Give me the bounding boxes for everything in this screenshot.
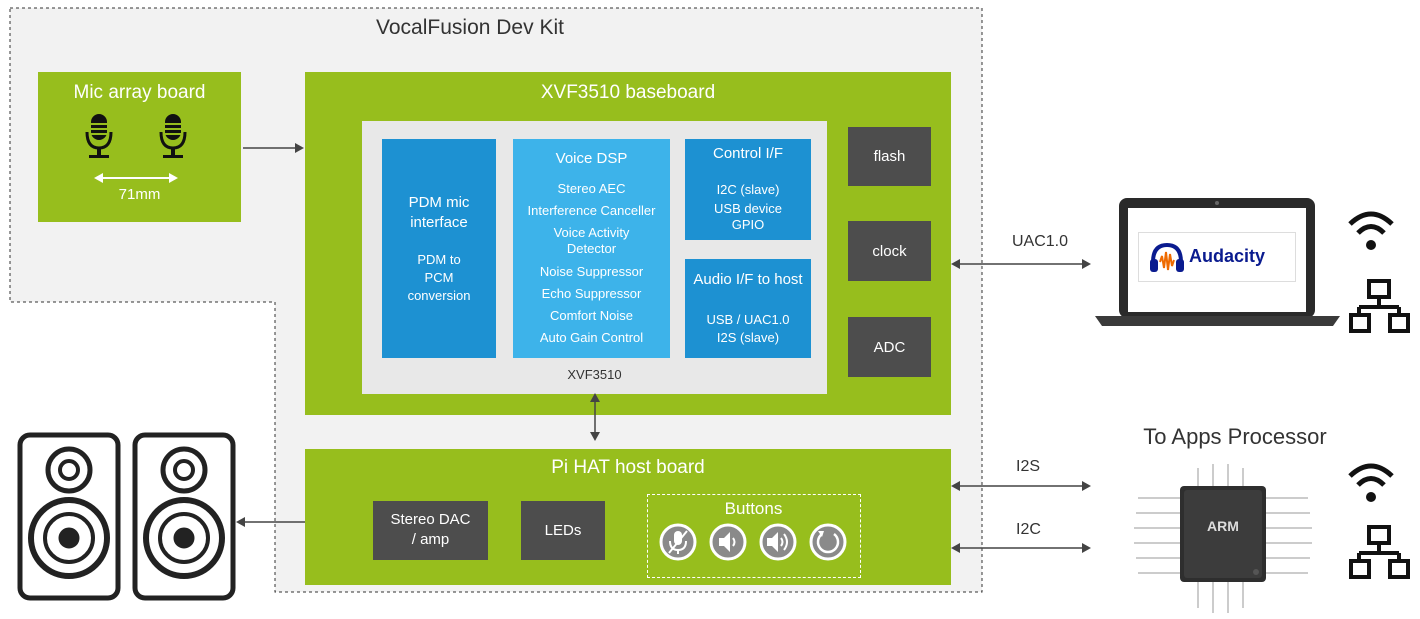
audio-item: USB / UAC1.0 [706, 312, 790, 327]
uac-label: UAC1.0 [1011, 233, 1069, 250]
audacity-logo: Audacity [1138, 232, 1296, 282]
dsp-item: Echo Suppressor [541, 286, 642, 301]
pi-hat-host-board: Pi HAT host board Stereo DAC / amp LEDs … [305, 449, 951, 585]
dsp-item: Noise Suppressor [539, 264, 644, 279]
pdm-title: PDM mic interface [408, 194, 470, 231]
xvf3510-baseboard: XVF3510 baseboard XVF3510 PDM mic interf… [305, 72, 951, 415]
dsp-item: Voice Activity [553, 225, 630, 240]
dac-line-2: / amp [411, 531, 450, 548]
pdm-line-2: PCM [424, 270, 454, 285]
audio-interface: Audio I/F to host USB / UAC1.0 I2S (slav… [685, 259, 811, 358]
mic-board-title: Mic array board [73, 82, 206, 103]
reset-icon[interactable] [808, 522, 848, 562]
microphone-icon [85, 114, 113, 158]
audio-title: Audio I/F to host [693, 271, 803, 288]
dsp-item: Detector [566, 241, 617, 256]
buttons-group: Buttons [647, 494, 861, 578]
control-item: GPIO [731, 217, 765, 232]
leds-block: LEDs [521, 501, 605, 560]
pdm-mic-interface: PDM mic interface PDM to PCM conversion [382, 139, 496, 358]
microphone-icon [159, 114, 187, 158]
i2s-label: I2S [1016, 458, 1041, 475]
pdm-line-3: conversion [407, 288, 471, 303]
i2c-label: I2C [1016, 521, 1041, 538]
wifi-icon [1348, 463, 1394, 502]
audio-item: I2S (slave) [716, 330, 780, 345]
control-title: Control I/F [712, 145, 784, 162]
stereo-dac-block: Stereo DAC / amp [373, 501, 488, 560]
chip-label: XVF3510 [567, 367, 622, 382]
buttons-title: Buttons [724, 499, 783, 518]
baseboard-title: XVF3510 baseboard [540, 82, 716, 103]
voice-dsp: Voice DSP Stereo AEC Interference Cancel… [513, 139, 670, 358]
mic-array-board: Mic array board 71mm [38, 72, 241, 222]
volume-down-icon[interactable] [708, 522, 748, 562]
arm-chip-icon [1134, 464, 1312, 613]
network-icon [1349, 279, 1410, 333]
hat-title: Pi HAT host board [551, 457, 705, 478]
dsp-title: Voice DSP [555, 150, 628, 167]
volume-up-icon[interactable] [758, 522, 798, 562]
dsp-item: Interference Canceller [527, 203, 656, 218]
mic-mute-icon[interactable] [658, 522, 698, 562]
flash-block: flash [848, 127, 931, 186]
audacity-headphones-icon [1150, 242, 1184, 272]
audacity-text: Audacity [1189, 246, 1266, 266]
dsp-item: Comfort Noise [549, 308, 634, 323]
speakers-icon [17, 432, 236, 601]
clock-block: clock [848, 221, 931, 281]
dsp-item: Stereo AEC [557, 181, 626, 196]
dac-line-1: Stereo DAC [390, 511, 471, 528]
mic-spacing-label: 71mm [118, 186, 161, 203]
kit-title: VocalFusion Dev Kit [376, 16, 564, 39]
control-item: USB device [714, 201, 782, 216]
spacing-arrow [94, 173, 178, 183]
adc-block: ADC [848, 317, 931, 377]
dsp-item: Auto Gain Control [539, 330, 644, 345]
network-icon [1349, 525, 1410, 579]
wifi-icon [1348, 211, 1394, 250]
control-item: I2C (slave) [716, 182, 780, 197]
arm-chip-label: ARM [1207, 518, 1239, 534]
pdm-line-1: PDM to [417, 252, 461, 267]
apps-processor-title: To Apps Processor [1143, 424, 1327, 449]
control-interface: Control I/F I2C (slave) USB device GPIO [685, 139, 811, 240]
